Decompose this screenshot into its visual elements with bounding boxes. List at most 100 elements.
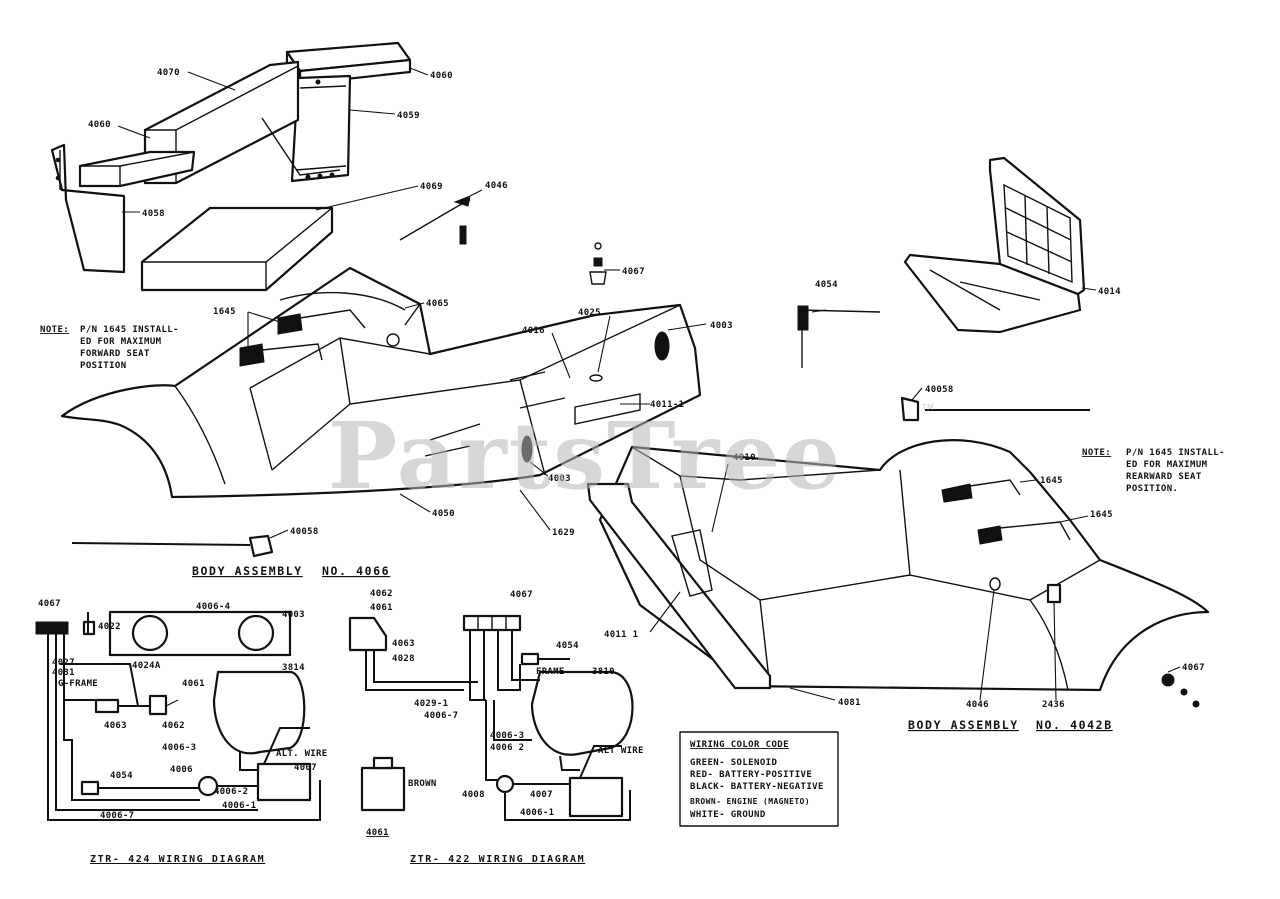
w422-frame: FRAME	[536, 667, 565, 677]
w422-4054: 4054	[556, 641, 579, 651]
w422-4006-7: 4006-7	[424, 711, 458, 721]
w422-4062: 4062	[370, 589, 393, 599]
label-4069: 4069	[420, 182, 443, 192]
cable-4054[interactable]	[797, 305, 881, 368]
w424-4022: 4022	[98, 622, 121, 632]
label-1629: 1629	[552, 528, 575, 538]
w424-4003: 4003	[282, 610, 305, 620]
w424-4063: 4063	[104, 721, 127, 731]
label-2436: 2436	[1042, 700, 1065, 710]
note-rearward-line-3: REARWARD SEAT	[1126, 472, 1202, 482]
w424-4006-3: 4006-3	[162, 743, 196, 753]
assembly-number-left: NO. 4066	[322, 564, 390, 578]
body-assembly-4066[interactable]	[60, 266, 702, 499]
w424-4027: 4027	[52, 658, 75, 668]
label-4067-right: 4067	[1182, 663, 1205, 673]
label-4060-lower: 4060	[88, 120, 111, 130]
note-rearward-prefix: NOTE:	[1082, 448, 1111, 458]
w422-4006-2: 4006 2	[490, 743, 524, 753]
label-4058: 4058	[142, 209, 165, 219]
bracket-4059[interactable]	[290, 74, 352, 183]
label-4046-right: 4046	[966, 700, 989, 710]
w424-4006-1: 4006-1	[222, 801, 256, 811]
watermark-trademark: TM	[921, 403, 934, 412]
wiring-424-labels: 4067 4006-4 4003 4022 4024A 4027 4031 G-…	[38, 599, 327, 821]
label-4060-top: 4060	[430, 71, 453, 81]
w422-brown: BROWN	[408, 779, 437, 789]
cable-40058-right[interactable]	[900, 396, 1090, 422]
bracket-4058[interactable]	[50, 143, 126, 274]
cushion-4069[interactable]	[140, 206, 334, 292]
color-code-entry-3: BLACK- BATTERY-NEGATIVE	[690, 782, 824, 792]
w424-3814: 3814	[282, 663, 305, 673]
label-4065: 4065	[426, 299, 449, 309]
assembly-title-right: BODY ASSEMBLY NO. 4042B	[908, 718, 1113, 732]
note-forward-line-1: P/N 1645 INSTALL-	[80, 325, 179, 335]
color-code-entry-4: BROWN- ENGINE (MAGNETO)	[690, 797, 810, 806]
watermark: PartsTree	[328, 402, 842, 510]
note-rearward-line-4: POSITION.	[1126, 484, 1178, 494]
w422-4006-1: 4006-1	[520, 808, 554, 818]
w422-3810: 3810	[592, 667, 615, 677]
w424-4007: 4007	[294, 763, 317, 773]
assembly-number-right: NO. 4042B	[1036, 718, 1113, 732]
label-4016: 4016	[522, 326, 545, 336]
label-4067-top: 4067	[622, 267, 645, 277]
cable-40058-left[interactable]	[71, 534, 274, 558]
seat-4014[interactable]	[903, 156, 1086, 334]
label-4025: 4025	[578, 308, 601, 318]
label-4059: 4059	[397, 111, 420, 121]
w424-4031: 4031	[52, 668, 75, 678]
body-assembly-4042b[interactable]	[586, 439, 1210, 692]
seat-frame-group	[50, 41, 471, 292]
note-forward-seat: NOTE: P/N 1645 INSTALL- ED FOR MAXIMUM F…	[40, 325, 179, 371]
strap-4046[interactable]	[399, 195, 471, 245]
wiring-422-labels: 4062 4061 4067 4063 4028 4054 FRAME 3810…	[366, 589, 644, 838]
bolt-4067-top[interactable]	[589, 242, 607, 285]
note-forward-line-2: ED FOR MAXIMUM	[80, 337, 162, 347]
label-4070: 4070	[157, 68, 180, 78]
label-4046: 4046	[485, 181, 508, 191]
color-code-entry-1: GREEN- SOLENOID	[690, 758, 777, 768]
wiring-color-code-box: WIRING COLOR CODE GREEN- SOLENOID RED- B…	[679, 731, 839, 827]
w422-4028: 4028	[392, 654, 415, 664]
w422-4063: 4063	[392, 639, 415, 649]
note-forward-prefix: NOTE:	[40, 325, 69, 335]
color-code-title: WIRING COLOR CODE	[690, 740, 789, 750]
label-4003-lower: 4003	[548, 474, 571, 484]
w424-alt-wire: ALT. WIRE	[276, 749, 327, 759]
w424-4054: 4054	[110, 771, 133, 781]
w422-alt-wire: ALT WIRE	[598, 746, 644, 756]
w424-4006-7: 4006-7	[100, 811, 134, 821]
wiring-title-424: ZTR- 424 WIRING DIAGRAM	[90, 854, 265, 865]
label-4003-upper: 4003	[710, 321, 733, 331]
cushion-4060-lower[interactable]	[78, 150, 196, 188]
label-4011-1-lower: 4011 1	[604, 630, 638, 640]
w424-g-frame: G-FRAME	[58, 679, 98, 689]
w424-4024a: 4024A	[132, 661, 161, 671]
w424-4006-4: 4006-4	[196, 602, 231, 612]
label-4081: 4081	[838, 698, 861, 708]
wiring-diagram-ztr-422	[348, 614, 634, 821]
wiring-title-422: ZTR- 422 WIRING DIAGRAM	[410, 854, 585, 865]
color-code-entry-5: WHITE- GROUND	[690, 810, 766, 820]
w422-4061-switch: 4061	[366, 828, 389, 838]
w424-4006: 4006	[170, 765, 193, 775]
w424-4006-2: 4006-2	[214, 787, 248, 797]
label-4010: 4010	[733, 453, 756, 463]
w424-4061: 4061	[182, 679, 205, 689]
note-rearward-line-2: ED FOR MAXIMUM	[1126, 460, 1208, 470]
color-code-entry-2: RED- BATTERY-POSITIVE	[690, 770, 812, 780]
note-rearward-seat: NOTE: P/N 1645 INSTALL- ED FOR MAXIMUM R…	[1082, 448, 1225, 494]
w422-4029-1: 4029-1	[414, 699, 448, 709]
w424-4067: 4067	[38, 599, 61, 609]
w422-4061: 4061	[370, 603, 393, 613]
label-1645-right-upper: 1645	[1040, 476, 1063, 486]
part-labels: 4070 4060 4059 4060 4058 4069 4046 4067 …	[88, 67, 1205, 710]
w422-4008: 4008	[462, 790, 485, 800]
w422-4067: 4067	[510, 590, 533, 600]
assembly-title-left: BODY ASSEMBLY NO. 4066	[192, 564, 390, 578]
label-4050: 4050	[432, 509, 455, 519]
bolt-4067-right[interactable]	[1161, 673, 1200, 708]
label-4011-1-upper: 4011-1	[650, 400, 684, 410]
